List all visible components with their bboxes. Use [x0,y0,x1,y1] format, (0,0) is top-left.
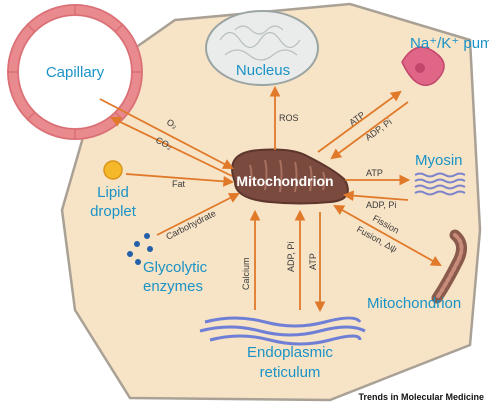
na-k-pump-icon [401,46,445,86]
myosin-filaments-icon [414,172,466,196]
central-mitochondrion-label: Mitochondrion [236,173,333,189]
er-label-2: reticulum [260,364,321,381]
arrow-adp-myosin [342,190,409,202]
arrow-fat [125,173,235,187]
atp-er-label: ATP [308,253,318,270]
pump-label: Na⁺/K⁺ pump [410,35,489,52]
glycolytic-enzymes-icon [127,233,153,265]
arrow-adp-pump [330,101,409,160]
nucleus-organelle [205,10,319,86]
capillary-label: Capillary [46,64,105,81]
lipid-droplet-icon [103,160,123,180]
arrow-fission-fusion [333,204,442,267]
small-mitochondrion-icon [431,229,467,304]
er-label-1: Endoplasmic [247,344,333,361]
arrow-co2 [110,116,233,177]
ros-label: ROS [279,113,299,123]
nucleus-label: Nucleus [236,62,290,79]
arrow-carbohydrate [156,193,240,236]
central-mitochondrion [231,148,349,205]
endoplasmic-reticulum-icon [199,316,366,346]
small-mitochondrion-label: Mitochondrion [367,295,461,312]
arrow-atp-pump [317,90,402,153]
adp-er-label: ADP, Pi [286,242,296,272]
lipid-label-1: Lipid [97,184,129,201]
myosin-label: Myosin [415,152,463,169]
journal-credit: Trends in Molecular Medicine [358,392,484,402]
lipid-label-2: droplet [90,203,137,220]
atp-myosin-label: ATP [366,168,383,178]
adp-myosin-label: ADP, Pi [366,200,396,210]
glycolytic-label-2: enzymes [143,278,203,295]
fat-label: Fat [172,179,186,189]
calcium-label: Calcium [241,257,251,290]
glycolytic-label-1: Glycolytic [143,259,208,276]
o2-label: O₂ [165,117,179,131]
arrow-o2 [99,98,234,170]
